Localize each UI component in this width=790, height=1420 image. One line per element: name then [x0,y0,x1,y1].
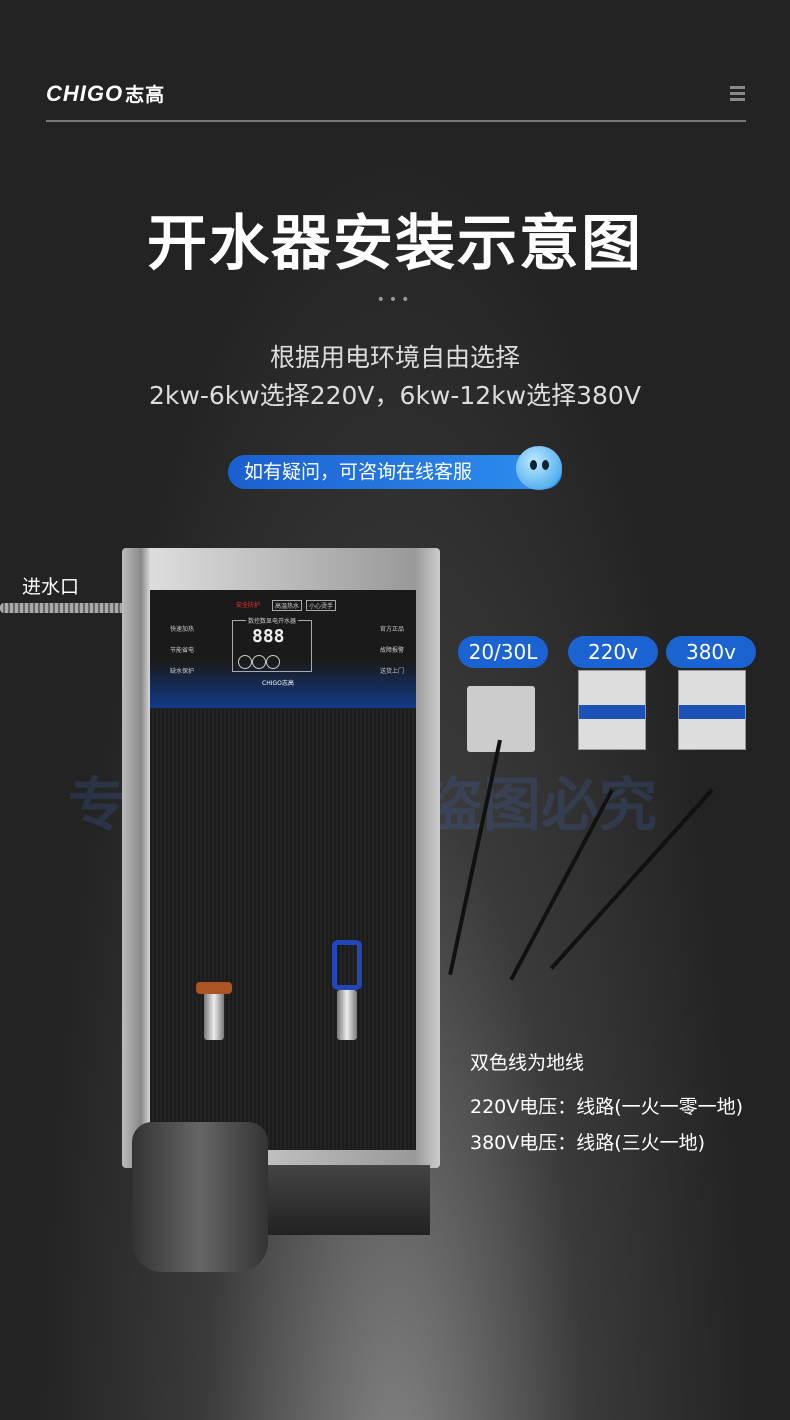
subtitle-line1: 根据用电环境自由选择 [269,343,520,372]
control-panel [150,590,416,708]
warning-label: 安全防护 [236,602,261,609]
badge-hot-water: 高温热水 [272,600,303,611]
up-button-icon[interactable] [238,655,252,669]
kettle [132,1122,268,1272]
feature-right-2: 故障报警 [380,647,405,654]
warm-tap-handle [332,940,362,990]
feature-right-1: 官方正品 [380,626,405,633]
down-button-icon[interactable] [266,655,280,669]
note-220v: 220V电压：线路(一火一零一地) [470,1096,744,1118]
note-ground: 双色线为地线 [470,1052,585,1074]
hot-tap-handle [196,982,232,994]
tag-capacity: 20/30L [458,636,548,668]
note-380v: 380V电压：线路(三火一地) [470,1132,706,1154]
display-digits: 888 [252,626,285,647]
tag-220v: 220v [568,636,658,668]
hot-water-tap [204,990,224,1040]
inlet-label: 进水口 [22,576,80,598]
menu-icon[interactable] [730,86,745,104]
breaker-220v [578,670,646,750]
feature-left-3: 缺水保护 [170,668,195,675]
chat-mascot-icon[interactable] [516,446,562,490]
divider [46,120,746,122]
feature-left-2: 节能省电 [170,647,195,654]
consult-button[interactable]: 如有疑问，可咨询在线客服 [228,455,562,489]
subtitle-line2: 2kw-6kw选择220V，6kw-12kw选择380V [149,381,641,410]
badge-caution: 小心烫手 [306,600,337,611]
page-title: 开水器安装示意图 [147,209,643,279]
warm-water-tap [337,990,357,1040]
breaker-380v [678,670,746,750]
display-title: 数控数显电开水器 [246,616,299,625]
feature-left-1: 快速加热 [170,626,195,633]
water-hose [0,603,128,613]
watermark-2: 盗图必究 [425,771,658,839]
tag-380v: 380v [666,636,756,668]
feature-right-3: 送货上门 [380,668,405,675]
dots-decoration: ••• [376,292,414,308]
panel-brand: CHIGO志高 [262,680,294,687]
set-button-icon[interactable] [252,655,266,669]
